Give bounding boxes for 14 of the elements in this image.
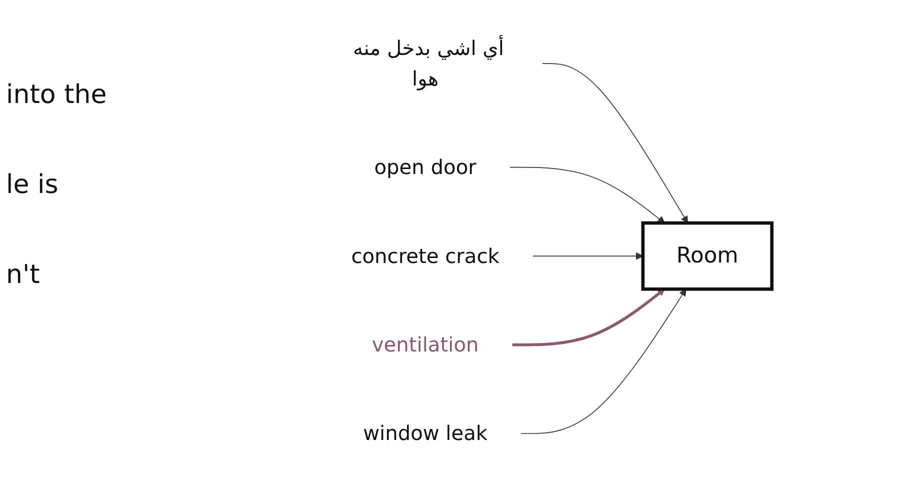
node-text: concrete crack [351, 244, 500, 268]
arrow [532, 252, 644, 260]
node-box [641, 221, 774, 291]
node-text: open door [374, 156, 476, 180]
arrow [509, 166, 665, 224]
arrow [542, 63, 688, 224]
node-text: window leak [363, 422, 488, 446]
arrow [512, 288, 665, 346]
note-text: le is [6, 170, 60, 200]
note-text: n't [6, 260, 41, 290]
node-text: أي اشي بدخل منه هوا [353, 36, 504, 90]
node-text: ventilation [372, 333, 479, 356]
note-text: into the [6, 80, 108, 110]
arrow [520, 288, 686, 434]
